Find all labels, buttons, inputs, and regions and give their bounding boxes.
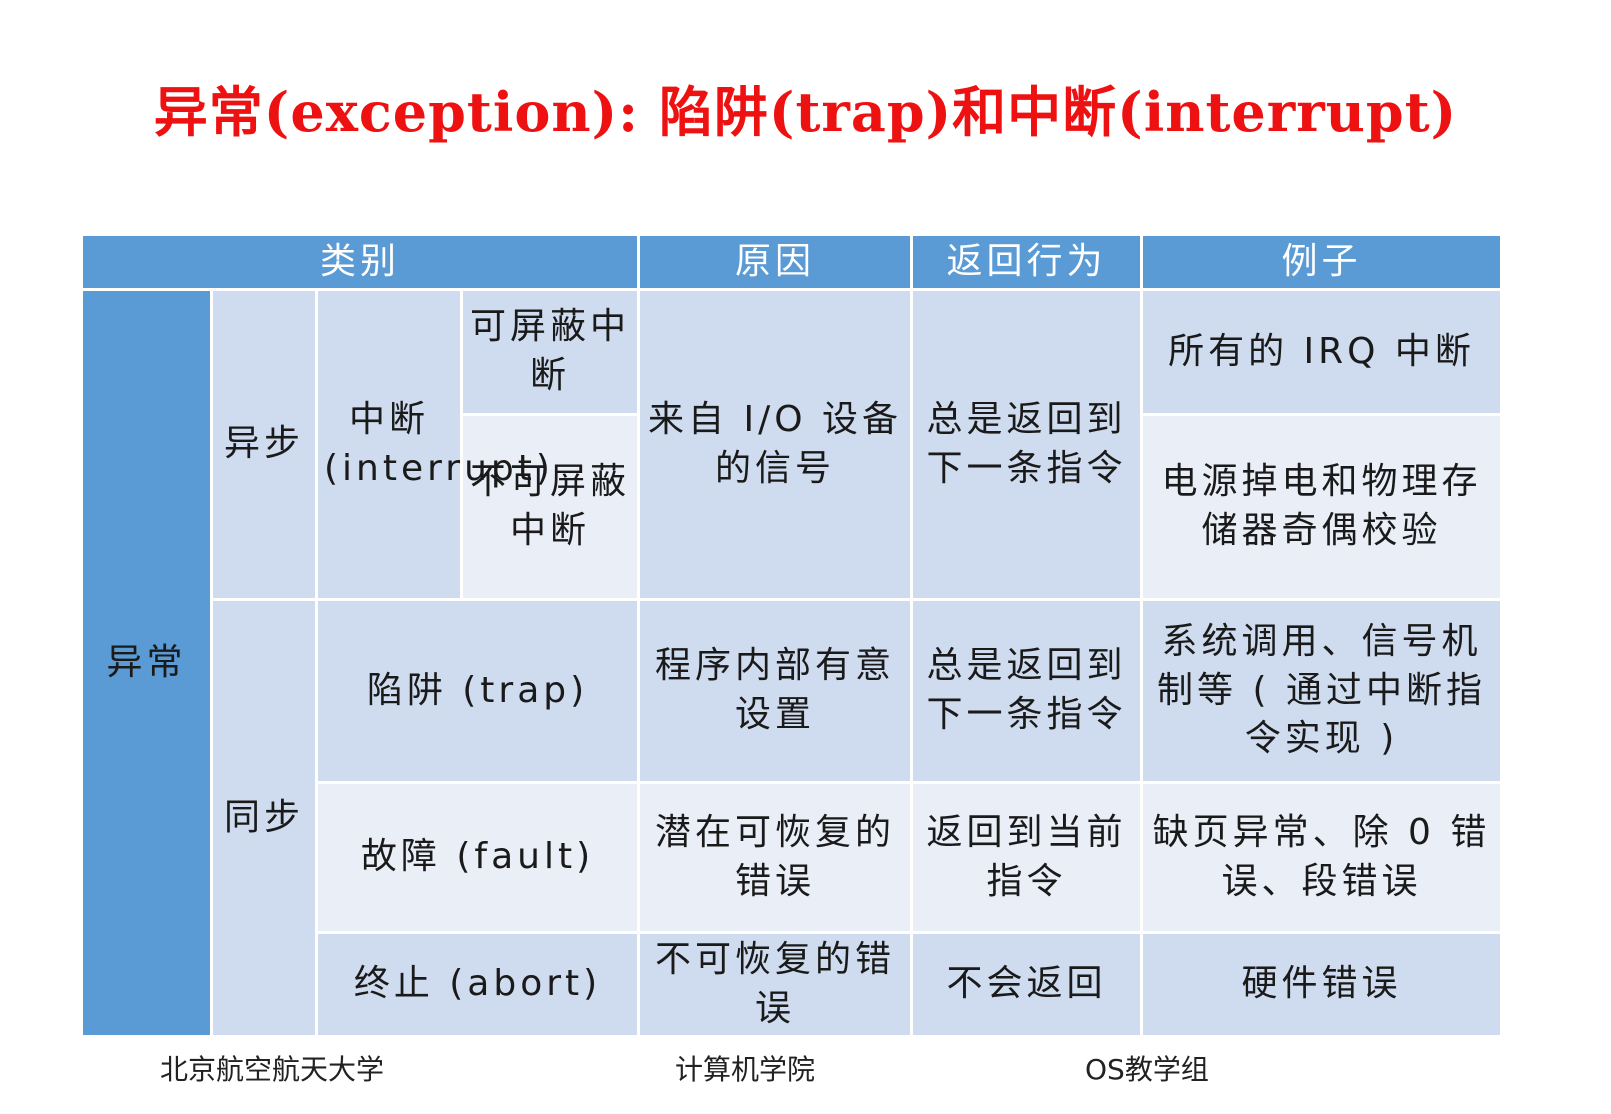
page-title: 异常(exception): 陷阱(trap)和中断(interrupt) [153,80,1458,144]
maskable-interrupt-cell: 可屏蔽中断 [459,288,641,416]
trap-cause-cell: 程序内部有意设置 [637,598,914,784]
footer-school: 计算机学院 [675,1053,816,1086]
abort-return-cell: 不会返回 [910,930,1144,1039]
header-example: 例子 [1140,233,1504,291]
fault-example-cell: 缺页异常、除 0 错误、段错误 [1140,781,1504,934]
footer-university: 北京航空航天大学 [160,1053,385,1086]
interrupt-return-cell: 总是返回到下一条指令 [910,288,1144,601]
trap-return-cell: 总是返回到下一条指令 [910,598,1144,784]
header-row: 类别 原因 返回行为 例子 [79,233,1504,291]
table-row: 故障 (fault) 潜在可恢复的错误 返回到当前指令 缺页异常、除 0 错误、… [82,781,1504,934]
interrupt-cause-cell: 来自 I/O 设备的信号 [637,288,914,601]
abort-cause-cell: 不可恢复的错误 [637,930,914,1039]
trap-label: 陷阱 (trap) [314,598,641,784]
exception-table: 类别 原因 返回行为 例子 异常 异步 中断 (interrupt) 可屏蔽中断… [79,233,1504,1039]
table-row: 异常 异步 中断 (interrupt) 可屏蔽中断 来自 I/O 设备的信号 … [80,287,1504,1039]
nonmaskable-interrupt-cell: 不可屏蔽中断 [459,413,641,601]
maskable-example-cell: 所有的 IRQ 中断 [1140,288,1504,416]
sync-label: 同步 [210,597,318,1039]
fault-cause-cell: 潜在可恢复的错误 [637,781,914,934]
exception-label: 异常 [80,287,213,1039]
footer-group: OS教学组 [1085,1053,1209,1086]
table-row: 终止 (abort) 不可恢复的错误 不会返回 硬件错误 [82,930,1504,1039]
table-row: 同步 陷阱 (trap) 程序内部有意设置 总是返回到下一条指令 系统调用、信号… [82,597,1504,1039]
fault-return-cell: 返回到当前指令 [910,781,1144,934]
interrupt-label: 中断 (interrupt) [315,288,550,601]
header-return-behavior: 返回行为 [910,233,1144,291]
nonmaskable-example-cell: 电源掉电和物理存储器奇偶校验 [1140,413,1504,601]
header-cause: 原因 [637,233,914,291]
table-row: 不可屏蔽中断 电源掉电和物理存储器奇偶校验 [82,413,1504,601]
fault-label: 故障 (fault) [314,781,641,934]
trap-example-cell: 系统调用、信号机制等 ( 通过中断指令实现 ) [1140,598,1504,784]
abort-example-cell: 硬件错误 [1140,930,1504,1039]
header-category: 类别 [79,233,641,291]
abort-label: 终止 (abort) [314,930,641,1039]
async-label: 异步 [210,288,318,601]
